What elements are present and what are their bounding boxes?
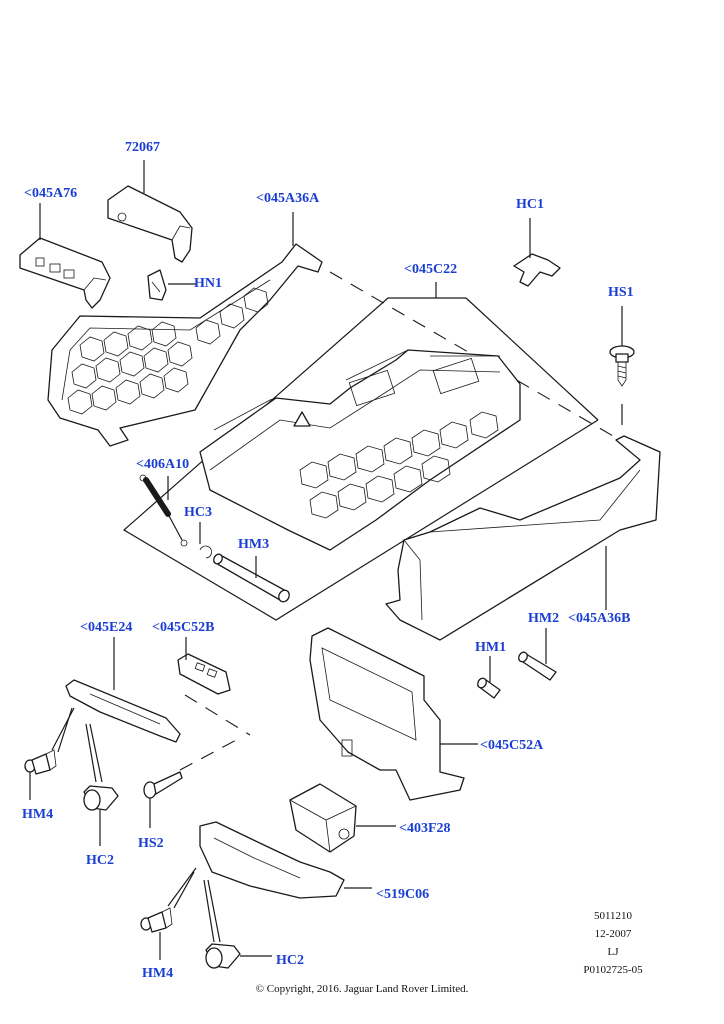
callout-045C52A[interactable]: <045C52A [480,738,544,753]
console-body [199,349,521,551]
callout-045A36B[interactable]: <045A36B [568,611,631,626]
drawing-initials: LJ [607,946,619,958]
callout-406A10[interactable]: <406A10 [136,457,190,472]
callout-72067[interactable]: 72067 [125,140,160,155]
callout-519C06[interactable]: <519C06 [376,887,430,902]
alignment-dashes [179,271,623,771]
part-HM1-sleeve [477,656,501,699]
part-HC2-clip-lower [203,879,272,969]
callout-403F28[interactable]: <403F28 [399,821,451,836]
part-HS2-screw [143,771,183,828]
part-72067-cover [107,160,193,263]
callout-HC1[interactable]: HC1 [516,197,544,212]
callout-045A36A[interactable]: <045A36A [256,191,320,206]
copyright-notice: © Copyright, 2016. Jaguar Land Rover Lim… [255,983,469,995]
part-HM3-rod [213,553,290,603]
callout-HC3[interactable]: HC3 [184,505,212,520]
callout-HM4-upper[interactable]: HM4 [22,807,54,822]
callout-HN1[interactable]: HN1 [194,276,222,291]
part-045E24-bracket [65,637,181,743]
part-HC2-clip-upper [83,723,119,846]
callout-045E24[interactable]: <045E24 [80,620,133,635]
part-HN1-clip [147,269,196,301]
part-045C52B-bracket [177,637,231,695]
part-045A36B-side-panel [385,435,661,641]
part-406A10-strut [139,474,188,547]
part-519C06-tray [199,821,372,899]
callout-HS2[interactable]: HS2 [138,836,164,851]
console-assembly-frame [122,282,599,621]
part-HM4-fastener-upper [24,707,75,800]
callout-045A76[interactable]: <045A76 [24,186,78,201]
callout-HM2[interactable]: HM2 [528,611,560,626]
callout-HM3[interactable]: HM3 [238,537,270,552]
part-HS1-screw [609,306,635,387]
callout-HM4-lower[interactable]: HM4 [142,966,174,981]
part-HC3-clip [199,522,212,559]
drawing-reference: P0102725-05 [583,964,643,976]
part-HC1-clip [513,218,561,287]
part-HM2-rod [518,628,557,681]
part-045A36A-side-panel [47,212,323,447]
part-403F28-box [289,783,396,853]
callout-HC2-upper[interactable]: HC2 [86,853,114,868]
callout-HS1[interactable]: HS1 [608,285,634,300]
callout-HC2-lower[interactable]: HC2 [276,953,304,968]
part-HM4-fastener-lower [140,867,197,960]
drawing-date: 12-2007 [594,928,632,940]
callout-045C52B[interactable]: <045C52B [152,620,215,635]
callout-045C22[interactable]: <045C22 [404,262,458,277]
callout-HM1[interactable]: HM1 [475,640,507,655]
drawing-code: 5011210 [593,910,633,922]
part-045C52A-bracket [309,627,478,801]
part-045A76-cover [19,203,111,309]
